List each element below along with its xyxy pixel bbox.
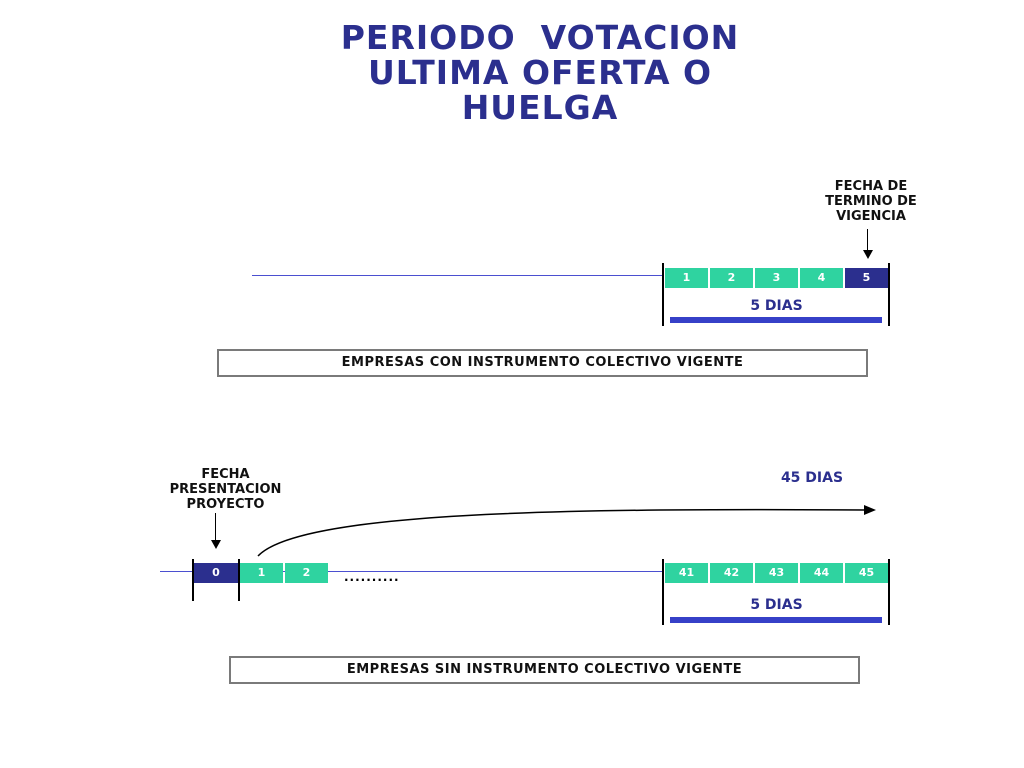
period-start-tick xyxy=(662,559,664,625)
day-cell: 42 xyxy=(710,563,753,583)
day-cell: 3 xyxy=(755,268,798,288)
span-label: 5 DIAS xyxy=(750,298,803,314)
ellipsis: .......... xyxy=(344,570,400,584)
termination-date-label-line: FECHA DE xyxy=(834,179,908,194)
period-end-tick xyxy=(888,559,890,625)
termination-date-label: FECHA DE TERMINO DE VIGENCIA xyxy=(796,179,946,224)
day-cell-termination: 5 xyxy=(845,268,888,288)
curved-arrow-path xyxy=(257,508,867,557)
day-cell: 45 xyxy=(845,563,888,583)
termination-date-label-line: VIGENCIA xyxy=(836,209,906,224)
day-cell: 1 xyxy=(240,563,283,583)
category-box-without-instrument: EMPRESAS SIN INSTRUMENTO COLECTIVO VIGEN… xyxy=(229,656,860,684)
span-label: 5 DIAS xyxy=(750,597,803,613)
day-cell: 2 xyxy=(285,563,328,583)
submission-end-tick xyxy=(238,559,240,601)
title-line-3: HUELGA xyxy=(461,88,619,127)
day-cell: 43 xyxy=(755,563,798,583)
day-cell: 4 xyxy=(800,268,843,288)
start-day-cells-row: 0 1 2 xyxy=(194,563,330,583)
day-cell: 44 xyxy=(800,563,843,583)
submission-start-tick xyxy=(192,559,194,601)
period-start-tick xyxy=(662,263,664,326)
day-cells-row: 1 2 3 4 5 xyxy=(665,268,888,288)
termination-arrow-shaft xyxy=(867,229,868,251)
project-submission-label: FECHA PRESENTACION PROYECTO xyxy=(133,467,318,512)
day-cell: 1 xyxy=(665,268,708,288)
timeline-line xyxy=(160,571,664,572)
timeline-line xyxy=(252,275,664,276)
period-end-tick xyxy=(888,263,890,326)
curved-arrow-head xyxy=(864,505,876,515)
project-submission-label-line: PRESENTACION xyxy=(169,482,282,497)
termination-date-label-line: TERMINO DE xyxy=(825,194,917,209)
day-cell-start: 0 xyxy=(194,563,238,583)
submission-arrow-shaft xyxy=(215,513,216,541)
day-cell: 41 xyxy=(665,563,708,583)
end-day-cells-row: 41 42 43 44 45 xyxy=(665,563,888,583)
span-bar xyxy=(670,617,882,623)
down-arrow-icon xyxy=(211,540,221,549)
page-title: PERIODO VOTACION ULTIMA OFERTA O HUELGA xyxy=(0,20,1024,125)
total-span-label: 45 DIAS xyxy=(780,470,844,486)
down-arrow-icon xyxy=(863,250,873,259)
day-cell: 2 xyxy=(710,268,753,288)
project-submission-label-line: FECHA xyxy=(201,467,250,482)
category-box-with-instrument: EMPRESAS CON INSTRUMENTO COLECTIVO VIGEN… xyxy=(217,349,868,377)
title-line-2: ULTIMA OFERTA O xyxy=(367,53,713,92)
project-submission-label-line: PROYECTO xyxy=(186,497,265,512)
span-bar xyxy=(670,317,882,323)
title-line-1: PERIODO VOTACION xyxy=(340,18,740,57)
